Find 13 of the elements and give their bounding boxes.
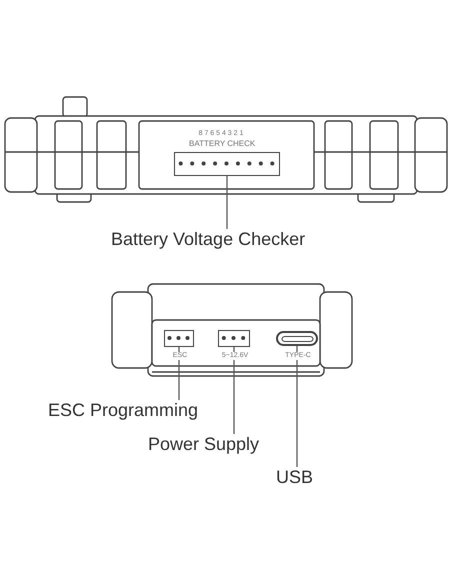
callout-label: Power Supply (148, 434, 260, 454)
usb-port (276, 331, 318, 346)
leader-line (233, 347, 235, 434)
leader-line (296, 346, 298, 467)
callout-label: Battery Voltage Checker (111, 229, 306, 249)
callout-label: USB (276, 467, 314, 487)
callout-label: ESC Programming (48, 400, 198, 420)
leader-line (178, 347, 180, 400)
port-label: BATTERY CHECK (188, 140, 256, 148)
esc-connector (164, 330, 194, 347)
power-connector (218, 330, 250, 347)
battery-check-connector (174, 152, 280, 176)
leader-line (226, 176, 228, 229)
